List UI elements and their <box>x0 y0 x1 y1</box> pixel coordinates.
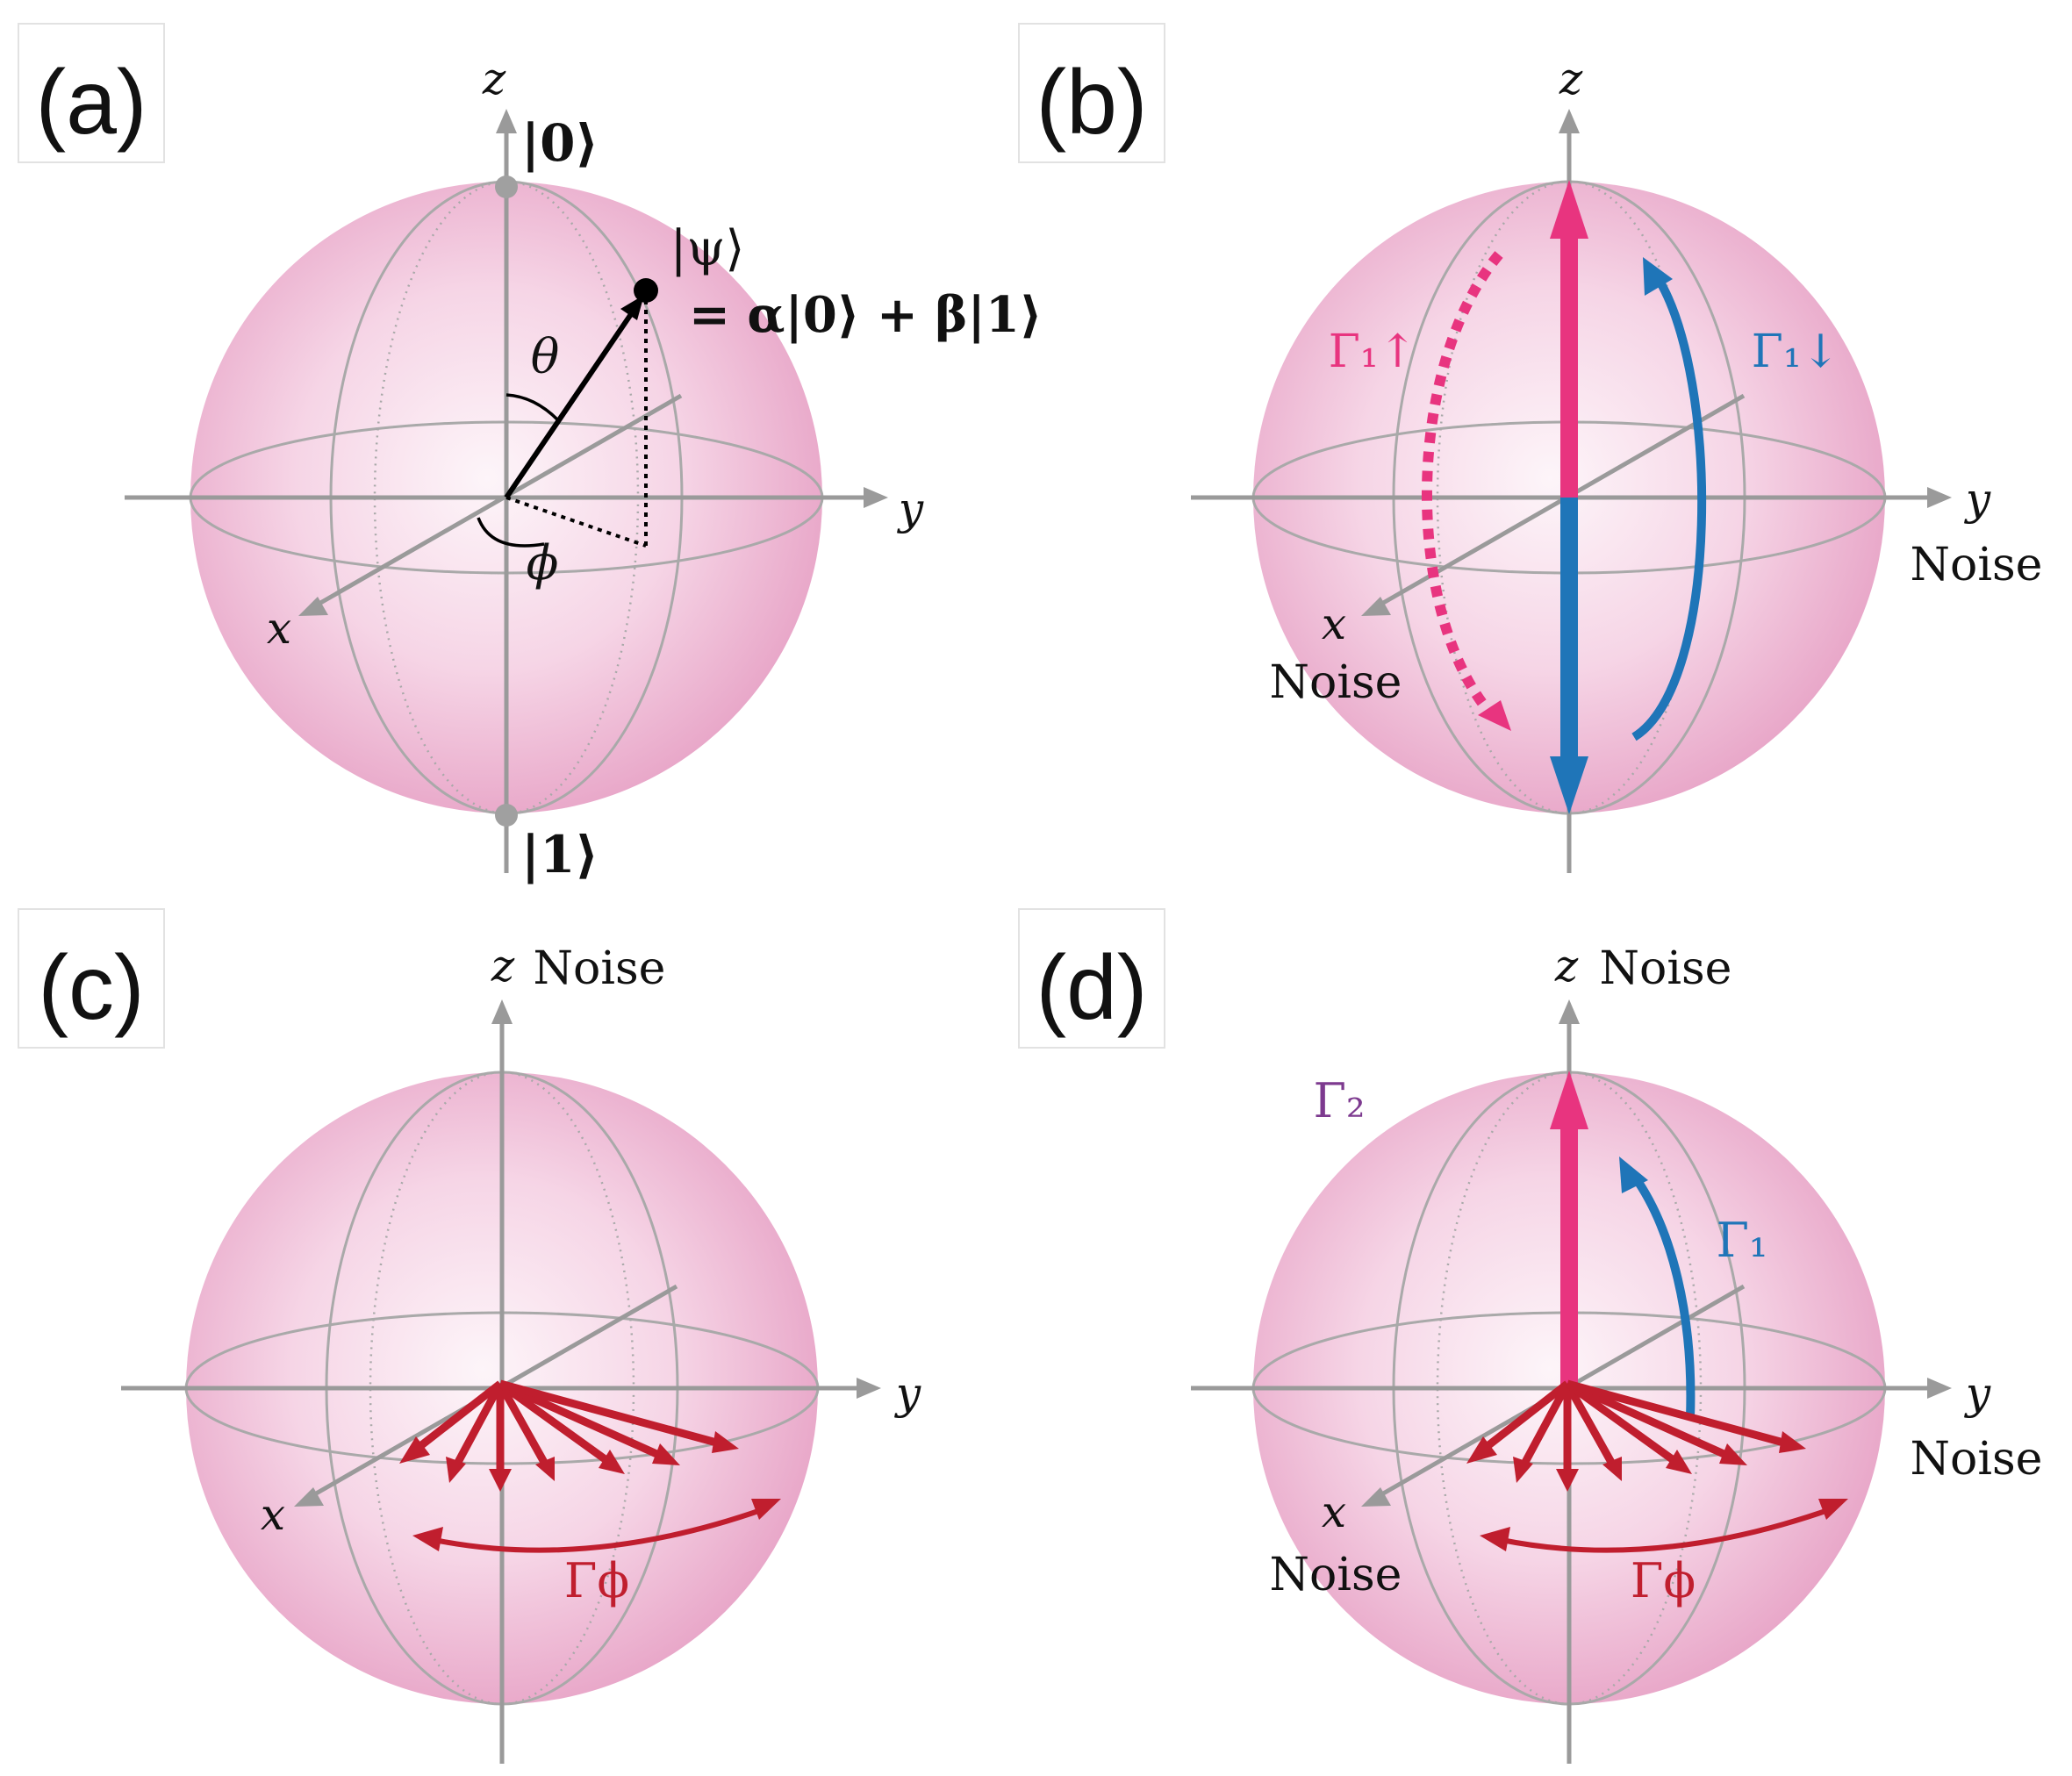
noise-z-label: Noise <box>534 942 666 995</box>
gamma-phi-label: Γϕ <box>564 1553 629 1608</box>
panel-label-b: (b) <box>1036 52 1147 154</box>
noise-y-label: Noise <box>1911 539 2043 591</box>
x-axis-arrowhead <box>294 1487 324 1507</box>
psi-label: |ψ⟩ <box>670 220 745 277</box>
vector-up-arrowhead <box>1550 1071 1588 1129</box>
north-pole-marker <box>495 175 518 198</box>
z-axis-arrowhead <box>1559 999 1580 1024</box>
y-axis-arrowhead <box>864 487 888 508</box>
excitation-arc <box>1422 251 1503 719</box>
x-axis-label: x <box>1322 1486 1346 1537</box>
theta-arc <box>505 393 561 423</box>
dephasing-fan <box>1466 1379 1806 1492</box>
vector-up <box>1560 1121 1578 1388</box>
panel-label-a: (a) <box>35 52 147 154</box>
relaxation-arc-arrowhead <box>1643 257 1673 296</box>
x-axis-arrowhead <box>1361 597 1391 616</box>
z-axis-arrowhead <box>491 999 513 1024</box>
dephasing-arc-arrowhead-right <box>1818 1499 1848 1520</box>
relaxation-arc <box>1630 1173 1696 1418</box>
z-axis-arrowhead <box>1559 109 1580 133</box>
state-vector <box>504 312 634 499</box>
excited-vector-arrowhead <box>1550 180 1588 239</box>
gamma-1-label: Γ₁ <box>1716 1213 1767 1268</box>
phi-arc <box>477 517 545 548</box>
z-axis-label: z <box>491 941 515 992</box>
noise-y-label: Noise <box>1911 1433 2043 1486</box>
ground-vector-down <box>1560 498 1578 765</box>
y-axis-label: y <box>897 483 924 534</box>
gamma-2-label: Γ₂ <box>1313 1073 1365 1128</box>
y-axis-arrowhead <box>1927 1378 1952 1399</box>
panel-a: (a) z y x |0⟩ |1⟩ |ψ⟩ = α|0⟩ + β|1⟩ θ ϕ <box>18 23 1042 884</box>
y-axis-label: y <box>1964 1368 1991 1419</box>
dephasing-arc-arrowhead-left <box>412 1527 443 1551</box>
x-axis-label: x <box>1322 598 1346 649</box>
x-axis <box>314 393 683 608</box>
x-axis-arrowhead <box>298 597 328 616</box>
panel-label-c: (c) <box>38 937 144 1039</box>
theta-label: θ <box>531 329 560 384</box>
panel-c: (c) z <box>18 908 921 1764</box>
gamma-phi-label: Γϕ <box>1631 1553 1696 1608</box>
dephasing-arc <box>434 1507 764 1553</box>
x-axis-arrowhead <box>1361 1487 1391 1507</box>
relaxation-arc-arrowhead <box>1619 1157 1648 1193</box>
ground-vector-arrowhead <box>1550 756 1588 814</box>
x-axis-label: x <box>261 1489 285 1540</box>
y-axis-label: y <box>1964 474 1991 525</box>
relaxation-arc <box>1631 274 1707 741</box>
excited-vector-up <box>1560 230 1578 498</box>
z-axis-label: z <box>1554 941 1579 992</box>
noise-x-label: Noise <box>1270 1549 1402 1601</box>
dephasing-arc <box>1501 1507 1832 1553</box>
dephasing-fan <box>399 1379 739 1492</box>
z-axis-arrowhead <box>496 109 517 133</box>
psi-equation: = α|0⟩ + β|1⟩ <box>689 286 1042 344</box>
dephasing-arc-arrowhead-left <box>1480 1527 1510 1551</box>
y-axis-label: y <box>894 1368 921 1419</box>
z-axis-label: z <box>1559 54 1583 104</box>
gamma-up-label: Γ₁↑ <box>1329 326 1417 378</box>
dephasing-arc-arrowhead-right <box>751 1499 781 1520</box>
state-vector-arrowhead <box>620 295 644 320</box>
y-axis-arrowhead <box>1927 487 1952 508</box>
ket-zero-label: |0⟩ <box>521 113 599 173</box>
panel-d: (d) <box>1018 908 2043 1764</box>
x-axis-label: x <box>267 603 291 654</box>
gamma-down-label: Γ₁↓ <box>1752 326 1840 378</box>
noise-x-label: Noise <box>1270 656 1402 709</box>
panel-b: (b) z y Noise x Noise Γ₁↑ Γ₁↓ <box>1018 23 2043 873</box>
excitation-arc-arrowhead <box>1478 700 1511 731</box>
y-axis-arrowhead <box>857 1378 881 1399</box>
z-axis-label: z <box>482 54 506 104</box>
ket-one-label: |1⟩ <box>521 825 599 884</box>
south-pole-marker <box>495 804 518 827</box>
noise-z-label: Noise <box>1600 942 1732 995</box>
phi-label: ϕ <box>527 535 559 591</box>
panel-label-d: (d) <box>1036 937 1147 1039</box>
